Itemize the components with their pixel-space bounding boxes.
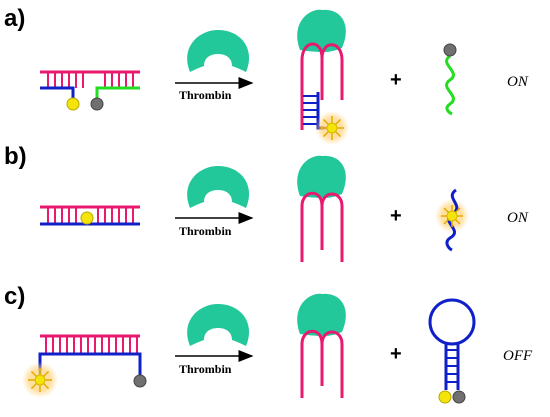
thrombin-icon: [187, 166, 250, 208]
quencher-icon: [133, 374, 147, 388]
initial-duplex: [40, 70, 140, 111]
plus-sign: +: [390, 69, 402, 91]
arrow-label: Thrombin: [179, 224, 232, 238]
hairpin-probe: [428, 298, 476, 404]
quencher-icon: [452, 390, 466, 404]
panel-a: a) Thrombin: [4, 5, 529, 145]
bound-complex: [297, 293, 346, 398]
plus-sign: +: [390, 343, 402, 365]
quencher-icon: [443, 43, 457, 57]
arrow-label: Thrombin: [179, 88, 232, 102]
signal-state: ON: [507, 210, 529, 226]
released-quencher-strand: [443, 43, 457, 116]
thrombin-icon: [297, 293, 346, 336]
panel-label: c): [4, 283, 25, 310]
plus-sign: +: [390, 205, 402, 227]
thrombin-icon: [297, 155, 346, 198]
fluorophore-icon: [66, 97, 80, 111]
thrombin-icon: [297, 9, 346, 52]
bound-complex: [297, 155, 346, 262]
panel-c: c) Thrombin: [4, 283, 533, 404]
signal-state: ON: [507, 74, 529, 90]
thrombin-icon: [187, 304, 250, 346]
bound-complex: [297, 9, 349, 145]
panel-label: b): [4, 143, 27, 170]
fluorophore-icon: [438, 390, 452, 404]
panel-b: b) Thrombin +: [4, 143, 529, 262]
quencher-icon: [90, 97, 104, 111]
signal-state: OFF: [503, 348, 533, 364]
arrow-label: Thrombin: [179, 362, 232, 376]
thrombin-icon: [187, 30, 250, 72]
panel-label: a): [4, 5, 25, 32]
initial-duplex: [22, 334, 147, 398]
initial-duplex: [40, 205, 140, 226]
fluorophore-icon: [80, 211, 94, 225]
released-probe-strand: [435, 188, 469, 252]
